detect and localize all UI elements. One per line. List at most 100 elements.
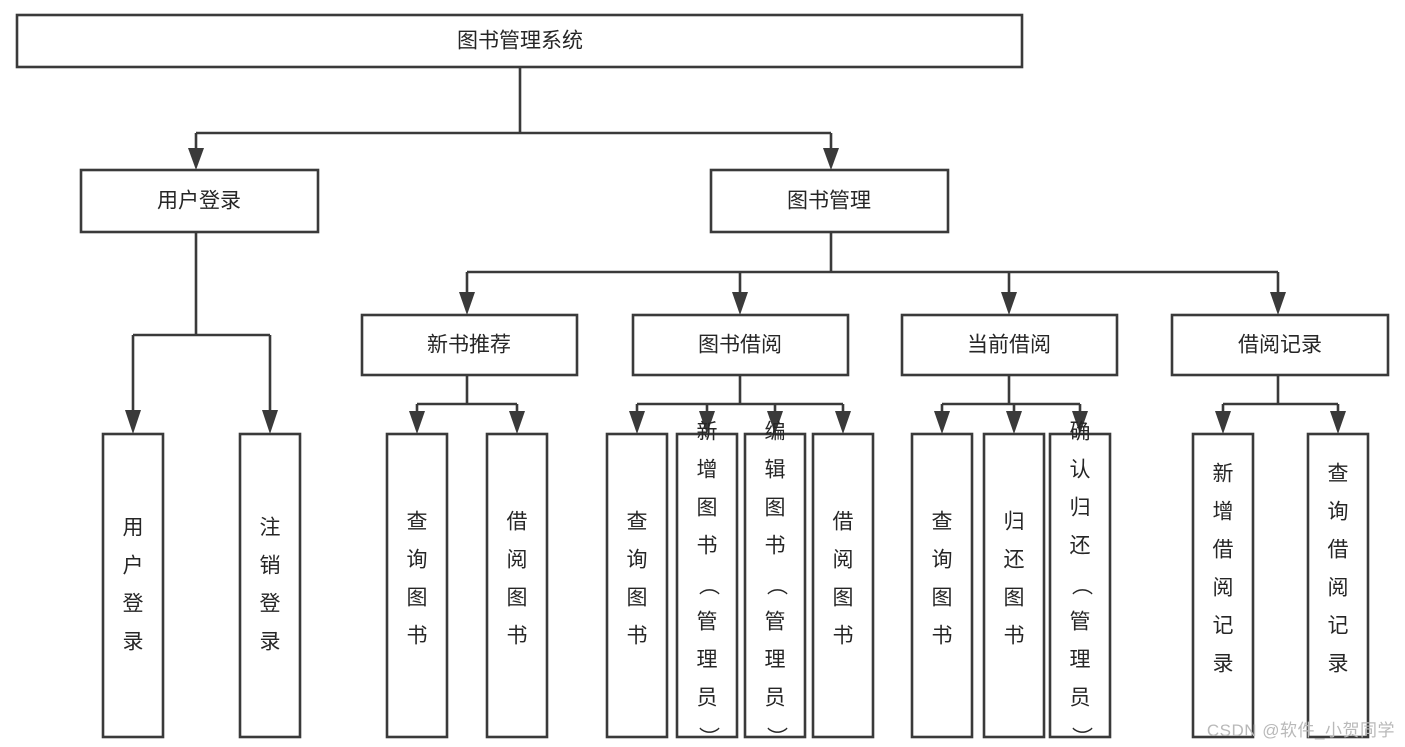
arrow-head-br-leaf2 bbox=[1330, 411, 1346, 434]
arrow-head-to-book-borrow bbox=[732, 292, 748, 315]
arrow-head-to-current-borrow bbox=[1001, 292, 1017, 315]
vertical-char: 还 bbox=[1004, 549, 1025, 572]
node-new-book-recommend-label: 新书推荐 bbox=[427, 334, 511, 357]
vertical-char: 图 bbox=[697, 497, 718, 520]
vertical-char: （ bbox=[764, 575, 787, 596]
leaf-nbr-query-book-box bbox=[385, 432, 449, 739]
vertical-char: 认 bbox=[1070, 459, 1091, 482]
vertical-char: 询 bbox=[932, 549, 953, 572]
arrow-head-to-new-book-rec bbox=[459, 292, 475, 315]
vertical-char: 阅 bbox=[1328, 577, 1349, 600]
vertical-char: 书 bbox=[697, 535, 718, 558]
arrow-head-bb-leaf3 bbox=[767, 411, 783, 434]
node-user-login-label: 用户登录 bbox=[157, 190, 241, 213]
vertical-char: （ bbox=[1069, 575, 1092, 596]
vertical-char: 注 bbox=[260, 517, 281, 540]
node-book-borrow-label: 图书借阅 bbox=[698, 334, 782, 357]
vertical-char: 阅 bbox=[1213, 577, 1234, 600]
node-borrow-record-label: 借阅记录 bbox=[1238, 334, 1322, 357]
leaf-bb-query-book-box bbox=[605, 432, 669, 739]
leaf-node-user-login-action[interactable]: 用户登录 bbox=[101, 432, 165, 739]
node-current-borrow-label: 当前借阅 bbox=[967, 334, 1051, 357]
node-borrow-record[interactable]: 借阅记录 bbox=[1170, 313, 1390, 377]
node-current-borrow[interactable]: 当前借阅 bbox=[900, 313, 1119, 377]
node-root-book-management-system[interactable]: 图书管理系统 bbox=[15, 13, 1024, 69]
connectors-borrow-record-to-leaves bbox=[1215, 375, 1346, 434]
vertical-char: 询 bbox=[407, 549, 428, 572]
vertical-char: 理 bbox=[1070, 649, 1091, 672]
vertical-char: 理 bbox=[765, 649, 786, 672]
node-root-box bbox=[15, 13, 1024, 69]
vertical-char: 归 bbox=[1070, 497, 1091, 520]
connectors-root-to-level2 bbox=[188, 67, 839, 170]
vertical-char: 用 bbox=[123, 517, 144, 540]
leaf-user-login-label: 用户登录 bbox=[123, 517, 144, 654]
arrow-head-user-login-leaf2 bbox=[262, 410, 278, 434]
leaf-cb-confirm-return-box bbox=[1048, 432, 1112, 739]
vertical-char: 员 bbox=[697, 687, 718, 710]
node-book-management[interactable]: 图书管理 bbox=[709, 168, 950, 234]
node-book-management-label: 图书管理 bbox=[787, 190, 871, 213]
leaf-cb-return-book-box bbox=[982, 432, 1046, 739]
vertical-char: 记 bbox=[1328, 615, 1349, 638]
vertical-char: 新 bbox=[697, 421, 718, 444]
node-user-login[interactable]: 用户登录 bbox=[79, 168, 320, 234]
node-book-borrow[interactable]: 图书借阅 bbox=[631, 313, 850, 377]
node-book-management-box bbox=[709, 168, 950, 234]
vertical-char: 查 bbox=[407, 511, 428, 534]
vertical-char: 新 bbox=[1213, 463, 1234, 486]
vertical-char: 增 bbox=[697, 459, 718, 482]
vertical-char: 书 bbox=[932, 625, 953, 648]
vertical-char: 员 bbox=[1070, 687, 1091, 710]
vertical-char: 书 bbox=[765, 535, 786, 558]
arrow-head-br-leaf1 bbox=[1215, 411, 1231, 434]
node-new-book-recommend[interactable]: 新书推荐 bbox=[360, 313, 579, 377]
connectors-user-login-to-leaves bbox=[125, 232, 278, 434]
vertical-char: 借 bbox=[1328, 539, 1349, 562]
vertical-char: 图 bbox=[932, 587, 953, 610]
arrow-head-bb-leaf4 bbox=[835, 411, 851, 434]
leaf-cb-query-book-box bbox=[910, 432, 974, 739]
vertical-char: 管 bbox=[765, 611, 786, 634]
node-new-book-recommend-box bbox=[360, 313, 579, 377]
vertical-char: 归 bbox=[1004, 511, 1025, 534]
arrow-head-nbr-leaf2 bbox=[509, 411, 525, 434]
vertical-char: 记 bbox=[1213, 615, 1234, 638]
arrow-head-bb-leaf2 bbox=[699, 411, 715, 434]
vertical-char: 登 bbox=[260, 593, 281, 616]
vertical-char: （ bbox=[696, 575, 719, 596]
vertical-char: 录 bbox=[260, 631, 281, 654]
vertical-char: ） bbox=[764, 727, 787, 747]
vertical-char: 图 bbox=[1004, 587, 1025, 610]
vertical-char: ） bbox=[696, 727, 719, 747]
vertical-char: 查 bbox=[932, 511, 953, 534]
leaf-user-login-box bbox=[101, 432, 165, 739]
arrow-head-to-book-mgmt bbox=[823, 148, 839, 170]
vertical-char: 阅 bbox=[833, 549, 854, 572]
vertical-char: 确 bbox=[1070, 421, 1091, 444]
node-user-login-box bbox=[79, 168, 320, 234]
vertical-char: 借 bbox=[1213, 539, 1234, 562]
vertical-char: 书 bbox=[833, 625, 854, 648]
